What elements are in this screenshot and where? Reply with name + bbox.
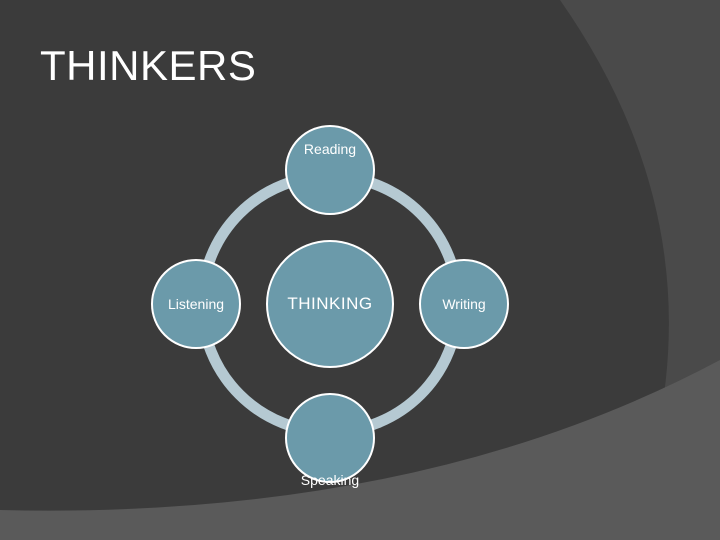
node-listening-label: Listening (167, 296, 225, 312)
node-writing-label: Writing (442, 296, 486, 312)
center-node-label: THINKING (287, 294, 373, 313)
center-node-thinking: THINKING (266, 240, 394, 368)
node-speaking: Speaking (285, 393, 375, 488)
background-band (0, 360, 720, 540)
background-curve (560, 0, 720, 420)
node-reading-label: Reading (303, 141, 357, 157)
node-speaking-label: Speaking (300, 472, 360, 488)
slide-title: THINKERS (40, 42, 257, 89)
node-writing: Writing (419, 259, 509, 349)
node-reading: Reading (285, 125, 375, 215)
node-listening: Listening (151, 259, 241, 349)
